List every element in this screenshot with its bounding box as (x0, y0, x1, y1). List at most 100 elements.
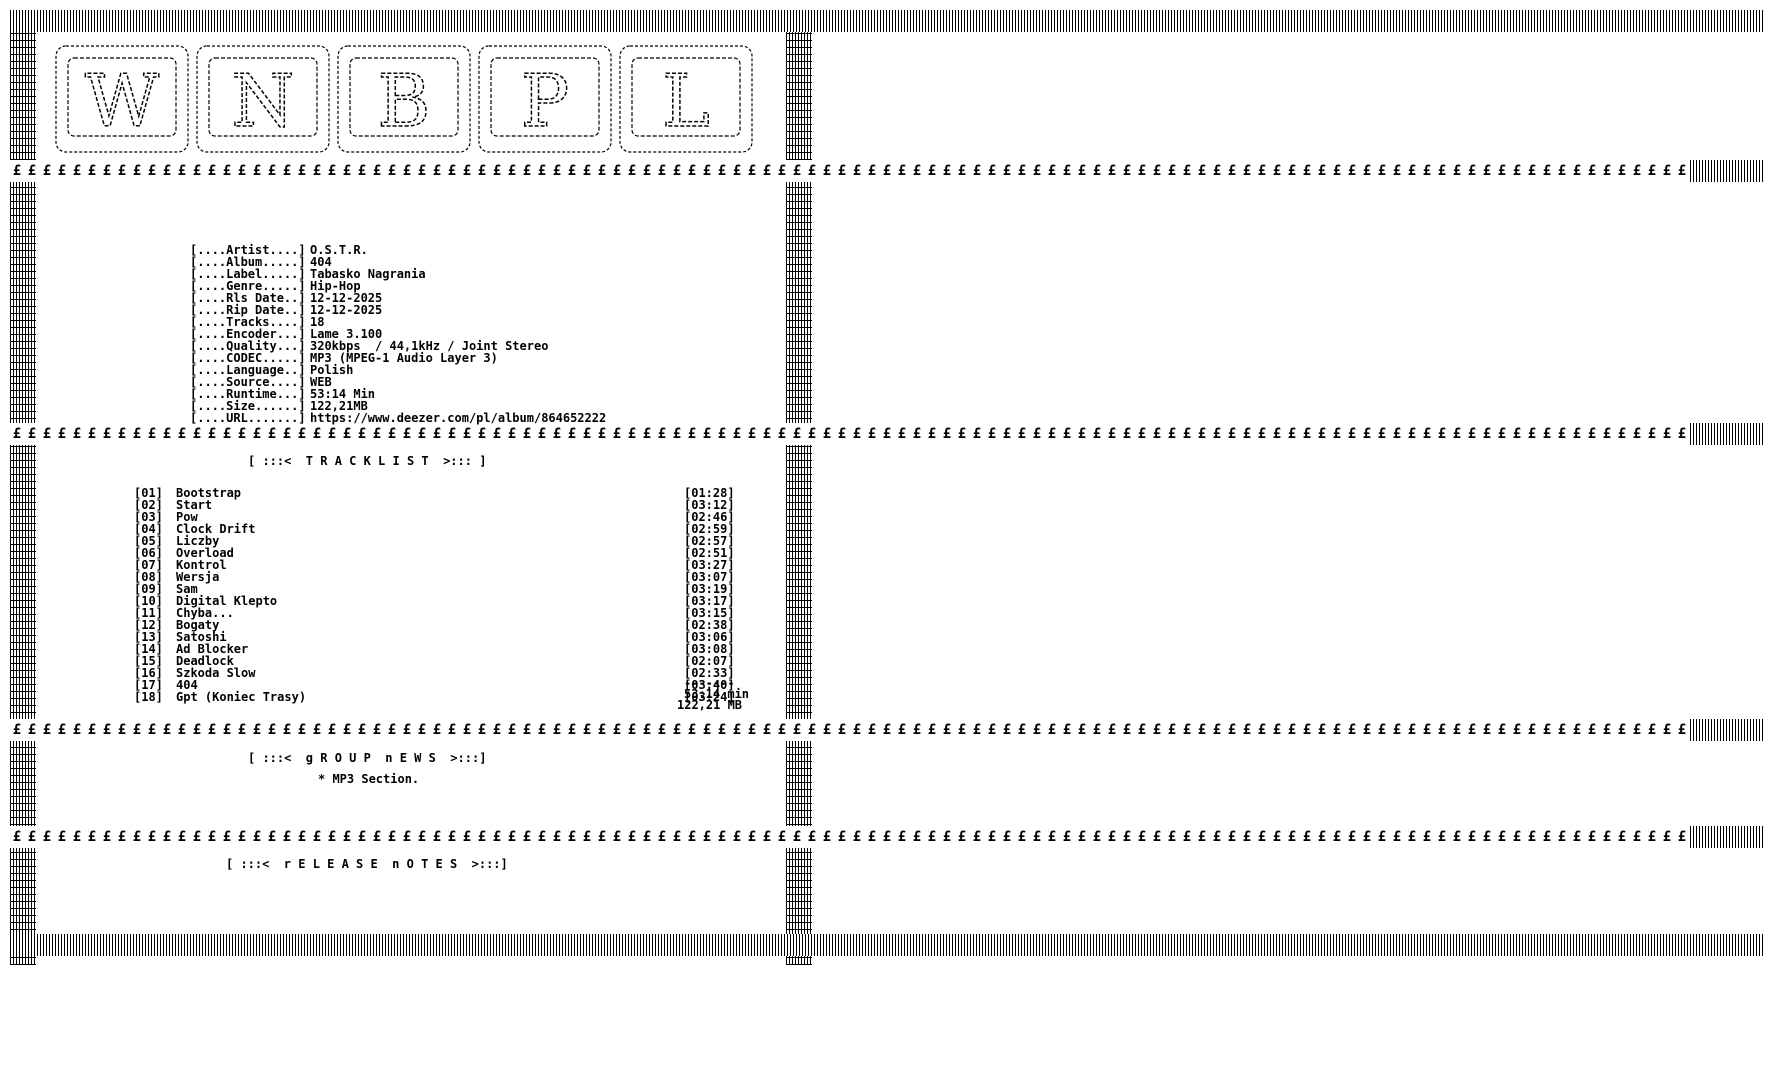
pound-glyph: £ (595, 826, 610, 848)
pound-glyph: £ (1375, 160, 1390, 182)
pound-glyph: £ (1615, 826, 1630, 848)
pound-glyph: £ (775, 423, 790, 445)
pound-glyph: £ (1390, 423, 1405, 445)
pound-glyph: £ (790, 423, 805, 445)
pound-glyph: £ (625, 423, 640, 445)
pound-glyph: £ (1375, 719, 1390, 741)
info-key: [....CODEC.....] (190, 351, 306, 365)
pound-glyph: £ (1075, 719, 1090, 741)
pound-glyph: £ (1165, 423, 1180, 445)
pound-glyph: £ (1435, 160, 1450, 182)
pound-glyph: £ (580, 719, 595, 741)
pound-glyph: £ (175, 423, 190, 445)
pound-glyph: £ (1000, 826, 1015, 848)
pound-glyph: £ (1570, 719, 1585, 741)
pound-glyph: £ (1450, 160, 1465, 182)
track-duration: [03:19] (684, 582, 735, 596)
pound-glyph: £ (580, 160, 595, 182)
pound-glyph: £ (385, 160, 400, 182)
pound-glyph: £ (295, 826, 310, 848)
pound-glyph: £ (655, 826, 670, 848)
track-title: 404 (176, 678, 198, 692)
pound-glyph: £ (415, 826, 430, 848)
info-value: 18 (310, 315, 325, 329)
pound-glyph: £ (40, 160, 55, 182)
pound-glyph: £ (1465, 160, 1480, 182)
track-durations: [01:28][03:12][02:46][02:59][02:57][02:5… (684, 487, 735, 703)
pound-glyph: £ (1570, 160, 1585, 182)
pound-glyph: £ (595, 719, 610, 741)
pound-glyph: £ (1240, 423, 1255, 445)
pound-glyph: £ (565, 160, 580, 182)
info-key: [....URL.......] (190, 411, 306, 425)
pound-glyph: £ (1000, 160, 1015, 182)
pound-glyph: £ (1660, 423, 1675, 445)
pound-glyph: £ (1210, 719, 1225, 741)
pound-glyph: £ (895, 160, 910, 182)
pound-glyph: £ (715, 826, 730, 848)
tracklist-panel: [ :::< T R A C K L I S T >::: ] [01][02]… (36, 445, 782, 719)
track-number: [16] (134, 666, 163, 680)
pound-glyph: £ (1270, 423, 1285, 445)
pound-glyph: £ (205, 826, 220, 848)
pound-glyph: £ (475, 423, 490, 445)
track-duration: [03:24] (684, 690, 735, 704)
bottom-border-bar (10, 934, 1765, 956)
pound-glyph: £ (175, 719, 190, 741)
divider-bar-2: ££££££££££££££££££££££££££££££££££££££££… (10, 423, 1765, 445)
pound-glyph: £ (760, 423, 775, 445)
pound-glyph: £ (1015, 160, 1030, 182)
pound-glyph: £ (310, 826, 325, 848)
pound-glyph: £ (1420, 160, 1435, 182)
track-duration: [02:59] (684, 522, 735, 536)
pound-glyph: £ (1525, 423, 1540, 445)
pound-glyph: £ (1555, 160, 1570, 182)
pound-glyph: £ (295, 719, 310, 741)
pound-glyph: £ (1195, 826, 1210, 848)
track-title: Liczby (176, 534, 220, 548)
pound-glyph: £ (1315, 719, 1330, 741)
pound-glyph: £ (220, 719, 235, 741)
pound-glyph: £ (1045, 423, 1060, 445)
pound-glyph: £ (310, 423, 325, 445)
middle-border (786, 10, 812, 965)
track-duration: [03:12] (684, 498, 735, 512)
pound-glyph: £ (1585, 719, 1600, 741)
track-number: [18] (134, 690, 163, 704)
logo-letter-box: P (478, 45, 612, 153)
pound-glyph: £ (760, 719, 775, 741)
pound-glyph: £ (1105, 826, 1120, 848)
pound-glyph: £ (1000, 423, 1015, 445)
track-title: Pow (176, 510, 198, 524)
pound-glyph: £ (625, 826, 640, 848)
pound-glyph: £ (1405, 160, 1420, 182)
track-duration: [02:46] (684, 510, 735, 524)
pound-glyph: £ (10, 160, 25, 182)
tracklist-heading: [ :::< T R A C K L I S T >::: ] (248, 454, 487, 468)
pound-glyph: £ (1120, 719, 1135, 741)
pound-glyph: £ (1285, 160, 1300, 182)
pound-glyph: £ (1165, 160, 1180, 182)
pound-glyph: £ (1465, 423, 1480, 445)
pound-glyph: £ (1450, 826, 1465, 848)
pound-glyph: £ (1435, 719, 1450, 741)
total-size: 122,21 MB (677, 698, 743, 712)
track-number: [12] (134, 618, 163, 632)
pound-glyph: £ (70, 826, 85, 848)
pound-glyph: £ (880, 160, 895, 182)
pound-glyph: £ (580, 826, 595, 848)
pound-glyph: £ (1420, 719, 1435, 741)
pound-glyph: £ (1060, 826, 1075, 848)
pound-glyph: £ (1210, 160, 1225, 182)
track-duration: [02:33] (684, 666, 735, 680)
pound-glyph: £ (55, 826, 70, 848)
pound-glyph: £ (130, 826, 145, 848)
pound-glyph: £ (1495, 423, 1510, 445)
pound-glyph: £ (175, 826, 190, 848)
pound-glyph: £ (1450, 719, 1465, 741)
pound-glyph: £ (220, 826, 235, 848)
pound-glyph: £ (415, 423, 430, 445)
pound-glyph: £ (475, 719, 490, 741)
pound-glyph: £ (1015, 826, 1030, 848)
